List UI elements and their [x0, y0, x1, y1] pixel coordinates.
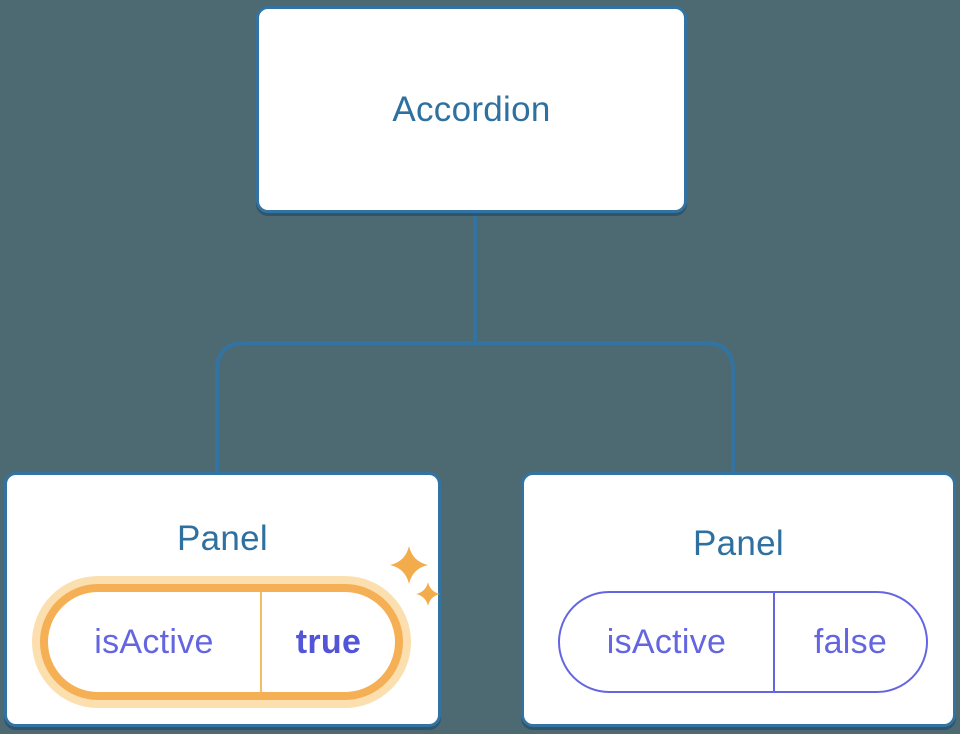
- panel-node-inactive: Panel isActive false: [521, 472, 956, 727]
- sparkle-large: [390, 546, 428, 584]
- accordion-label: Accordion: [392, 89, 551, 129]
- sparkle-small: [416, 582, 440, 606]
- state-pill-active: isActive true: [40, 584, 403, 700]
- panel-label: Panel: [176, 519, 269, 558]
- panel-label: Panel: [692, 524, 785, 563]
- accordion-node: Accordion: [256, 6, 687, 213]
- state-pill-inactive: isActive false: [558, 591, 928, 693]
- prop-name: isActive: [606, 622, 727, 661]
- pill-divider: [260, 592, 262, 692]
- pill-divider: [773, 593, 775, 691]
- prop-value: true: [295, 622, 362, 661]
- sparkles-icon: [390, 546, 440, 606]
- prop-value: false: [813, 622, 888, 661]
- prop-name: isActive: [94, 622, 214, 661]
- connector-branch: [215, 341, 735, 473]
- panel-node-active: Panel isActive true: [4, 472, 441, 727]
